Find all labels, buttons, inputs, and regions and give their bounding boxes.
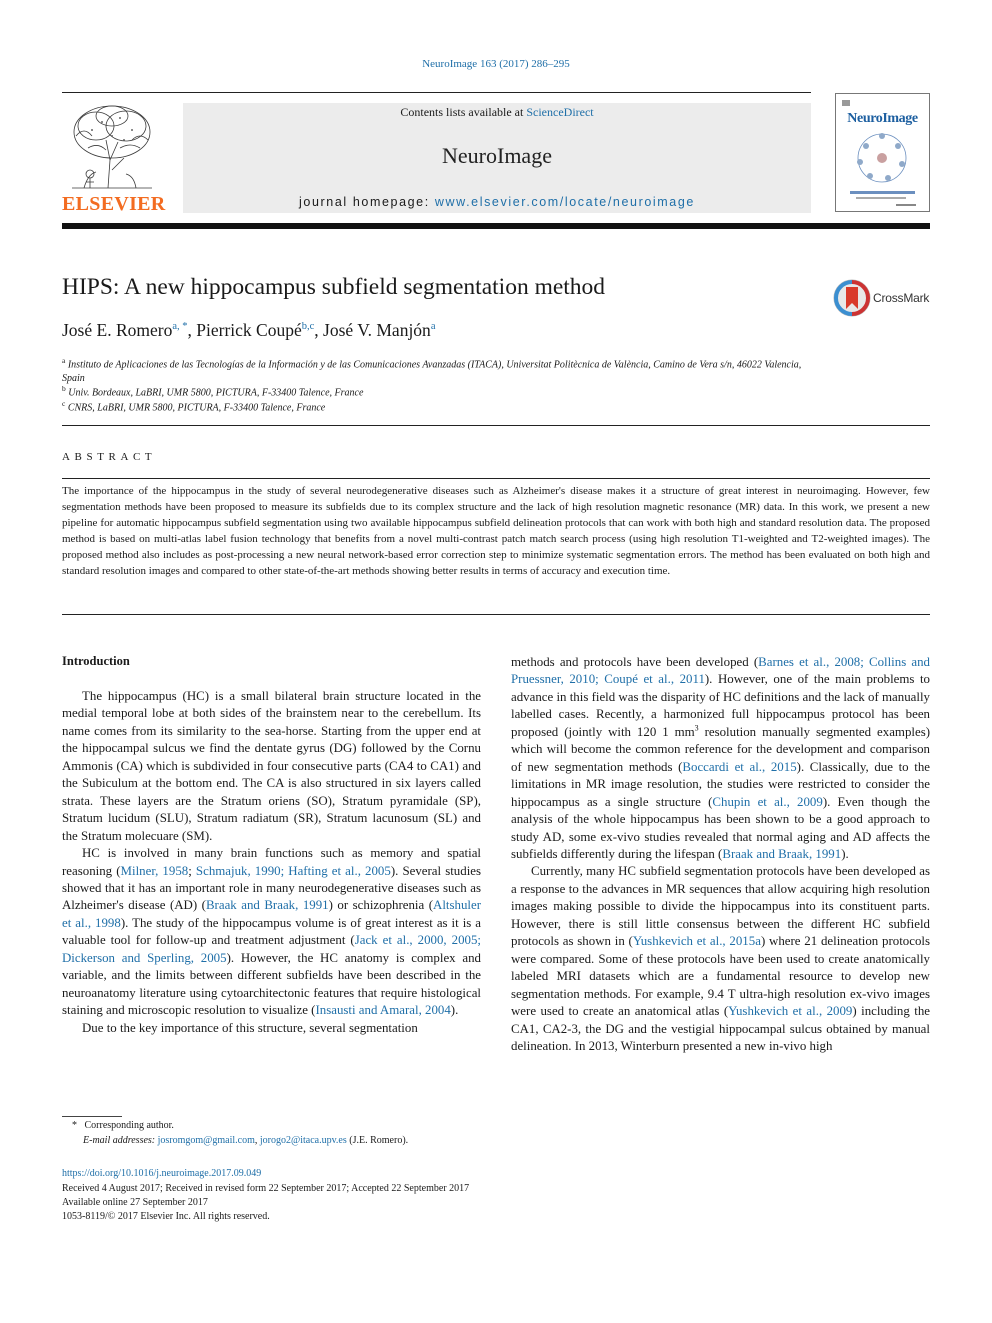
citation-link[interactable]: Boccardi et al., 2015 [682,759,797,774]
divider [62,425,930,426]
homepage-link[interactable]: www.elsevier.com/locate/neuroimage [434,195,695,209]
citation-link[interactable]: Chupin et al., 2009 [712,794,823,809]
footnote-rule [62,1116,122,1117]
header-rule [62,92,811,93]
paragraph: HC is involved in many brain functions s… [62,846,482,1018]
cover-illustration-icon [842,100,916,206]
copyright-notice: 1053-8119/© 2017 Elsevier Inc. All right… [62,1211,270,1222]
paragraph: methods and protocols have been develope… [511,655,931,861]
citation-link[interactable]: Jack et al., 2000, 2005; Dickerson and S… [62,933,482,965]
email-link[interactable]: jorogo2@itaca.upv.es [259,1135,347,1146]
journal-cover-thumbnail[interactable]: NeuroImage [835,93,930,212]
journal-name: NeuroImage [442,143,552,168]
body-column-left: The hippocampus (HC) is a small bilatera… [62,688,481,1037]
crossmark-badge[interactable]: CrossMark [833,279,933,317]
header-thick-rule [62,223,930,229]
citation-link[interactable]: Yushkevich et al., 2009 [728,1004,853,1019]
author-affiliation-marker[interactable]: a [430,321,436,333]
affiliation: a Instituto de Aplicaciones de las Tecno… [62,356,802,385]
citation-link[interactable]: Barnes et al., 2008; Collins and Pruessn… [511,655,930,687]
paragraph: Due to the key importance of this struct… [82,1020,418,1035]
citation-link[interactable]: Insausti and Amaral, 2004 [315,1003,451,1018]
citation-link[interactable]: Braak and Braak, 1991 [205,898,329,913]
cover-title: NeuroImage [847,111,918,126]
doi-link[interactable]: https://doi.org/10.1016/j.neuroimage.201… [62,1168,262,1179]
citation-link[interactable]: Yushkevich et al., 2015a [632,934,761,949]
citation-link[interactable]: Milner, 1958 [120,863,189,878]
divider [62,478,930,479]
journal-citation[interactable]: NeuroImage 163 (2017) 286–295 [422,58,570,70]
affiliation: c CNRS, LaBRI, UMR 5800, PICTURA, F-3340… [62,399,326,414]
abstract-heading: ABSTRACT [62,451,157,463]
elsevier-wordmark: ELSEVIER [62,193,166,215]
citation-link[interactable]: Altshuler et al., 1998 [62,898,482,930]
corresponding-author-note: * Corresponding author. [72,1120,174,1131]
divider [62,614,930,615]
abstract-text: The importance of the hippocampus in the… [62,485,930,577]
author-name[interactable]: Pierrick Coupé [196,320,302,340]
author-affiliation-marker[interactable]: a, * [172,321,188,333]
paragraph: The hippocampus (HC) is a small bilatera… [62,689,481,843]
author-name[interactable]: José V. Manjón [323,320,431,340]
author-list: José E. Romeroa, *, Pierrick Coupéb,c, J… [62,320,436,340]
citation-link[interactable]: Braak and Braak, 1991 [722,846,842,861]
crossmark-label: CrossMark [873,291,930,305]
email-addresses: E-mail addresses: josromgom@gmail.com, j… [83,1135,409,1146]
email-link[interactable]: josromgom@gmail.com [157,1135,255,1146]
available-online-date: Available online 27 September 2017 [62,1197,208,1208]
paragraph: Currently, many HC subfield segmentation… [511,864,931,1053]
body-column-right: methods and protocols have been develope… [511,654,930,1055]
article-title: HIPS: A new hippocampus subfield segment… [62,274,606,300]
received-dates: Received 4 August 2017; Received in revi… [62,1183,470,1194]
contents-availability: Contents lists available at ScienceDirec… [400,105,594,119]
crossmark-icon [833,279,871,317]
sciencedirect-link[interactable]: ScienceDirect [526,105,594,119]
citation-link[interactable]: Schmajuk, 1990; Hafting et al., 2005 [195,863,391,878]
section-heading-introduction: Introduction [62,654,130,668]
journal-header-box: Contents lists available at ScienceDirec… [183,103,811,213]
author-affiliation-marker[interactable]: b,c [301,321,315,333]
elsevier-tree-icon [72,105,152,189]
elsevier-logo[interactable]: ELSEVIER [62,100,166,215]
affiliation: b Univ. Bordeaux, LaBRI, UMR 5800, PICTU… [62,384,364,399]
journal-homepage: journal homepage: www.elsevier.com/locat… [299,195,695,209]
author-name[interactable]: José E. Romero [62,320,173,340]
